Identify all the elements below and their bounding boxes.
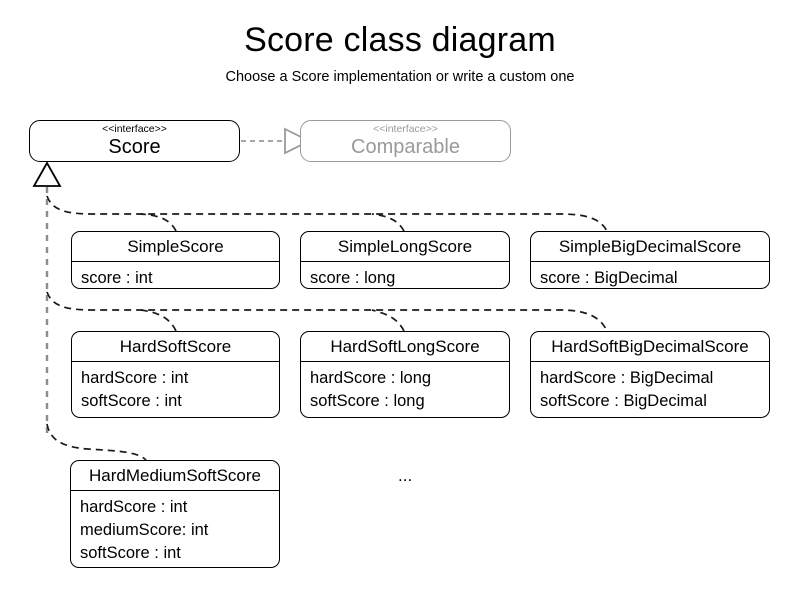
interface-box-score[interactable]: <<interface>> Score [29,120,240,162]
class-box-hard-soft-big-decimal-score[interactable]: HardSoftBigDecimalScore hardScore : BigD… [530,331,770,418]
class-name-hard-soft-long-score: HardSoftLongScore [330,337,480,356]
class-compartment-divider [531,261,769,263]
attribute-line: softScore : int [80,544,181,563]
generalization-branch-row-2 [46,291,608,332]
class-compartment-divider [531,361,769,363]
realization-score-to-comparable [241,127,312,155]
generalization-branch-row-1 [46,195,608,232]
class-attributes-hard-medium-soft-score: hardScore : int mediumScore: int softSco… [71,491,279,567]
class-box-simple-long-score[interactable]: SimpleLongScore score : long [300,231,510,289]
class-compartment-divider [72,361,279,363]
attribute-line: score : int [81,269,153,288]
generalization-branch-row-3 [46,423,147,461]
class-attributes-hard-soft-score: hardScore : int softScore : int [72,362,279,417]
interface-name-comparable: Comparable [351,136,460,158]
attribute-line: mediumScore: int [80,521,209,540]
class-name-hard-medium-soft-score: HardMediumSoftScore [89,466,261,485]
class-name-simple-big-decimal-score: SimpleBigDecimalScore [558,237,742,256]
class-attributes-simple-score: score : int [72,262,279,288]
generalization-hollow-triangle-icon [32,161,62,187]
class-compartment-divider [71,490,279,492]
page-subtitle: Choose a Score implementation or write a… [225,69,575,85]
attribute-line: softScore : long [310,392,425,411]
interface-stereotype-score: <<interface>> [102,123,167,135]
class-attributes-simple-long-score: score : long [301,262,509,288]
attribute-line: score : BigDecimal [540,269,678,288]
class-box-hard-soft-long-score[interactable]: HardSoftLongScore hardScore : long softS… [300,331,510,418]
attribute-line: hardScore : int [81,369,189,388]
interface-box-comparable[interactable]: <<interface>> Comparable [300,120,511,162]
class-box-hard-medium-soft-score[interactable]: HardMediumSoftScore hardScore : int medi… [70,460,280,568]
attribute-line: softScore : BigDecimal [540,392,707,411]
class-attributes-simple-big-decimal-score: score : BigDecimal [531,262,769,288]
attribute-line: hardScore : long [310,369,432,388]
class-box-simple-score[interactable]: SimpleScore score : int [71,231,280,289]
class-name-simple-long-score: SimpleLongScore [337,237,473,256]
class-attributes-hard-soft-long-score: hardScore : long softScore : long [301,362,509,417]
interface-stereotype-comparable: <<interface>> [373,123,438,135]
attribute-line: hardScore : BigDecimal [540,369,714,388]
attribute-line: hardScore : int [80,498,188,517]
interface-name-score: Score [108,136,161,158]
page-title: Score class diagram [244,21,556,59]
attribute-line: score : long [310,269,396,288]
more-implementations-ellipsis: ... [398,466,413,485]
class-attributes-hard-soft-big-decimal-score: hardScore : BigDecimal softScore : BigDe… [531,362,769,417]
class-box-simple-big-decimal-score[interactable]: SimpleBigDecimalScore score : BigDecimal [530,231,770,289]
class-compartment-divider [72,261,279,263]
class-compartment-divider [301,361,509,363]
generalization-arrowhead [32,161,62,187]
class-compartment-divider [301,261,509,263]
class-box-hard-soft-score[interactable]: HardSoftScore hardScore : int softScore … [71,331,280,418]
class-name-hard-soft-big-decimal-score: HardSoftBigDecimalScore [551,337,749,356]
class-name-simple-score: SimpleScore [127,237,224,256]
class-name-hard-soft-score: HardSoftScore [119,337,232,356]
attribute-line: softScore : int [81,392,182,411]
